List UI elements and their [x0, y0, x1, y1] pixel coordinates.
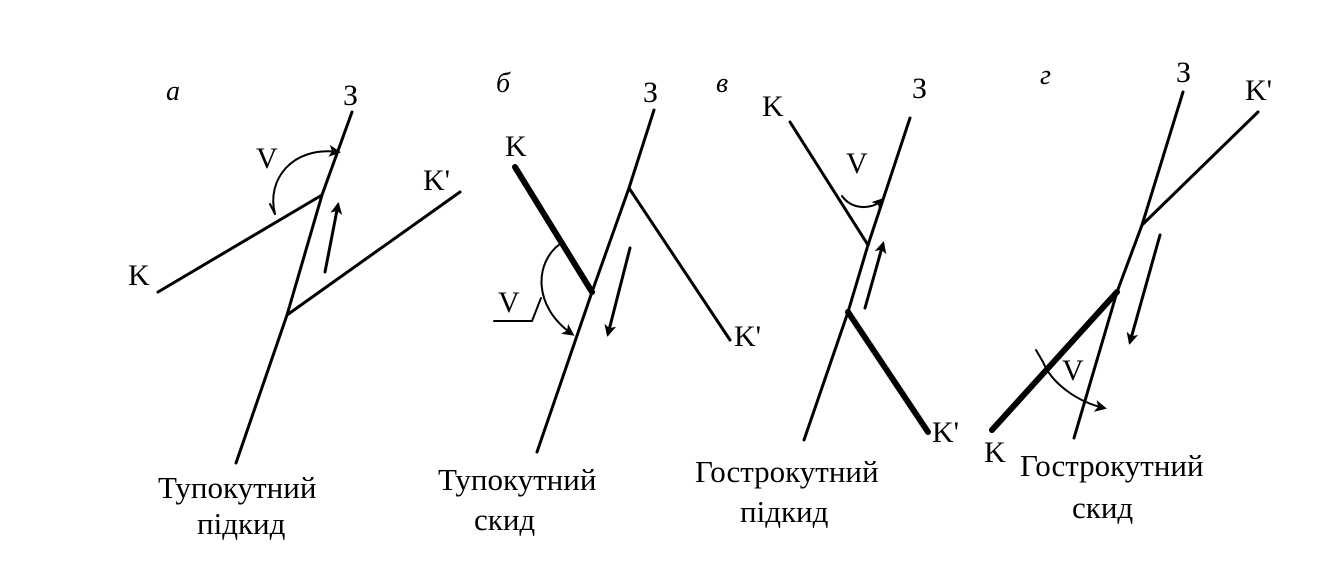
fault-plane-lower-b [535, 290, 594, 454]
panel-b: б З K K' V Тупокутний скид [438, 68, 761, 537]
angle-arc-b [540, 243, 575, 336]
angle-arc-tick-d [1035, 349, 1044, 363]
fault-plane-lower-d [1072, 290, 1119, 440]
caption-line1-c: Гострокутний [695, 454, 879, 489]
block-left-label-b: K [505, 130, 527, 163]
fault-plane-middle-d [1115, 223, 1144, 294]
movement-arrow-d [1126, 233, 1162, 345]
layer-right-d [1140, 110, 1260, 227]
layer-left-a [156, 193, 324, 294]
angle-arc-tick-a [269, 203, 276, 215]
angle-arc-c [841, 195, 885, 211]
angle-label-b: V [498, 286, 520, 319]
fault-label-d: З [1176, 56, 1191, 89]
caption-line1-d: Гострокутний [1020, 448, 1204, 483]
fault-plane-upper-d [1140, 90, 1185, 227]
fault-plane-upper-a [320, 110, 354, 197]
angle-label-a: V [256, 142, 278, 175]
fault-plane-middle-c [846, 243, 870, 314]
panel-a: а З K K' V Тупокутний підкид [128, 76, 462, 541]
angle-arc-d [1042, 361, 1107, 412]
fault-plane-lower-a [234, 313, 289, 465]
layer-right-a [285, 190, 462, 317]
movement-arrow-c [863, 241, 887, 310]
caption-line2-d: скид [1072, 490, 1133, 525]
layer-right-c [845, 309, 931, 435]
fault-label-a: З [343, 79, 358, 112]
panel-letter-d: г [1040, 60, 1051, 91]
layer-left-b [512, 164, 595, 295]
fault-label-b: З [643, 76, 658, 109]
panel-letter-c: в [716, 68, 728, 99]
fault-plane-lower-c [802, 310, 850, 442]
layer-left-c [788, 120, 870, 247]
angle-leader-tick-b [531, 297, 542, 322]
caption-line2-c: підкид [740, 494, 829, 529]
block-right-label-c: K' [932, 416, 959, 449]
caption-line1-a: Тупокутний [158, 470, 316, 505]
block-left-label-a: K [128, 259, 150, 292]
block-right-label-d: K' [1245, 74, 1272, 107]
fault-plane-upper-b [627, 108, 656, 190]
panel-letter-a: а [166, 76, 180, 107]
caption-line2-b: скид [474, 502, 535, 537]
caption-line2-a: підкид [197, 506, 286, 541]
panel-letter-b: б [496, 68, 511, 99]
angle-label-d: V [1062, 354, 1084, 387]
layer-left-d [989, 289, 1120, 433]
caption-line1-b: Тупокутний [438, 462, 596, 497]
angle-arc-a [272, 144, 341, 215]
fault-plane-middle-a [285, 193, 324, 317]
block-right-label-b: K' [734, 320, 761, 353]
fault-plane-middle-b [590, 186, 631, 294]
fault-label-c: З [912, 72, 927, 105]
block-right-label-a: K' [423, 164, 450, 197]
block-left-label-d: K [984, 436, 1006, 469]
panel-d: г З K K' V Гострокутний скид [984, 56, 1272, 525]
angle-label-c: V [846, 147, 868, 180]
panel-c: в З K K' V Гострокутний підкид [695, 68, 959, 529]
layer-right-b [627, 186, 732, 342]
movement-arrow-a [323, 202, 343, 274]
fault-plane-upper-c [866, 116, 912, 247]
block-left-label-c: K [762, 90, 784, 123]
movement-arrow-b [604, 246, 632, 337]
